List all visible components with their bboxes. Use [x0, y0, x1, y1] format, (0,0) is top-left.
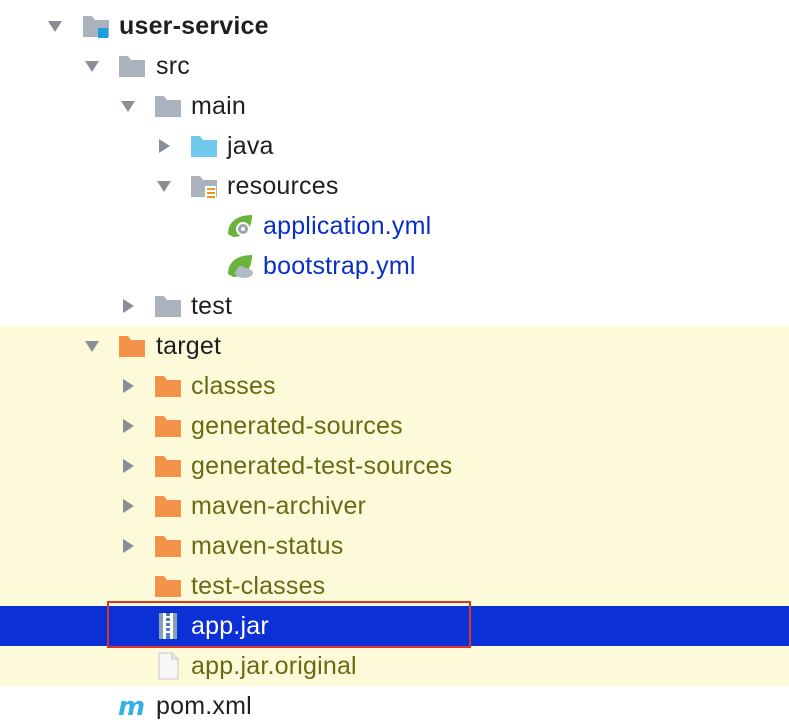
tree-row-java[interactable]: java: [0, 126, 789, 166]
tree-item-label: resources: [227, 172, 339, 200]
tree-item-label: generated-sources: [191, 412, 403, 440]
excluded-folder-icon: [153, 486, 183, 526]
excluded-folder-icon: [117, 326, 147, 366]
tree-item-label: pom.xml: [156, 692, 252, 720]
project-tree: user-service src main java: [0, 6, 789, 726]
excluded-folder-icon: [153, 566, 183, 606]
tree-row-maven-status[interactable]: maven-status: [0, 526, 789, 566]
tree-row-pom-xml[interactable]: m pom.xml: [0, 686, 789, 726]
chevron-right-icon[interactable]: [118, 406, 138, 446]
excluded-folder-icon: [153, 526, 183, 566]
chevron-down-icon[interactable]: [118, 86, 138, 126]
tree-item-label: test-classes: [191, 572, 326, 600]
tree-row-generated-test-sources[interactable]: generated-test-sources: [0, 446, 789, 486]
tree-row-target[interactable]: target: [0, 326, 789, 366]
tree-item-label: main: [191, 92, 246, 120]
module-folder-icon: [81, 6, 111, 46]
tree-item-label: maven-archiver: [191, 492, 367, 520]
tree-row-maven-archiver[interactable]: maven-archiver: [0, 486, 789, 526]
tree-row-test-classes[interactable]: test-classes: [0, 566, 789, 606]
tree-item-label: classes: [191, 372, 276, 400]
tree-item-label: maven-status: [191, 532, 344, 560]
chevron-down-icon[interactable]: [82, 46, 102, 86]
chevron-down-icon[interactable]: [45, 6, 65, 46]
tree-row-main[interactable]: main: [0, 86, 789, 126]
tree-item-label: java: [227, 132, 274, 160]
tree-row-user-service[interactable]: user-service: [0, 6, 789, 46]
chevron-right-icon[interactable]: [118, 286, 138, 326]
chevron-right-icon[interactable]: [118, 446, 138, 486]
folder-icon: [153, 86, 183, 126]
jar-archive-icon: [153, 606, 183, 646]
tree-item-label: target: [156, 332, 222, 360]
chevron-right-icon[interactable]: [118, 366, 138, 406]
resources-root-folder-icon: [189, 166, 219, 206]
spring-config-icon: [225, 206, 255, 246]
folder-icon: [153, 286, 183, 326]
tree-row-src[interactable]: src: [0, 46, 789, 86]
tree-item-label: app.jar: [191, 612, 269, 640]
tree-item-label: user-service: [119, 12, 269, 40]
tree-item-label: bootstrap.yml: [263, 252, 416, 280]
maven-icon: m: [117, 686, 147, 726]
excluded-folder-icon: [153, 366, 183, 406]
tree-row-test[interactable]: test: [0, 286, 789, 326]
tree-row-resources[interactable]: resources: [0, 166, 789, 206]
source-root-folder-icon: [189, 126, 219, 166]
tree-row-generated-sources[interactable]: generated-sources: [0, 406, 789, 446]
tree-row-app-jar[interactable]: app.jar: [0, 606, 789, 646]
excluded-folder-icon: [153, 406, 183, 446]
tree-row-classes[interactable]: classes: [0, 366, 789, 406]
chevron-right-icon[interactable]: [154, 126, 174, 166]
chevron-down-icon[interactable]: [82, 326, 102, 366]
tree-row-bootstrap-yml[interactable]: bootstrap.yml: [0, 246, 789, 286]
spring-cloud-config-icon: [225, 246, 255, 286]
tree-item-label: test: [191, 292, 233, 320]
tree-row-app-jar-original[interactable]: app.jar.original: [0, 646, 789, 686]
excluded-folder-icon: [153, 446, 183, 486]
tree-item-label: src: [156, 52, 190, 80]
file-icon: [153, 646, 183, 686]
tree-item-label: generated-test-sources: [191, 452, 453, 480]
chevron-down-icon[interactable]: [154, 166, 174, 206]
tree-item-label: app.jar.original: [191, 652, 357, 680]
svg-text:m: m: [118, 693, 145, 719]
folder-icon: [117, 46, 147, 86]
chevron-right-icon[interactable]: [118, 526, 138, 566]
tree-item-label: application.yml: [263, 212, 432, 240]
chevron-right-icon[interactable]: [118, 486, 138, 526]
tree-row-application-yml[interactable]: application.yml: [0, 206, 789, 246]
